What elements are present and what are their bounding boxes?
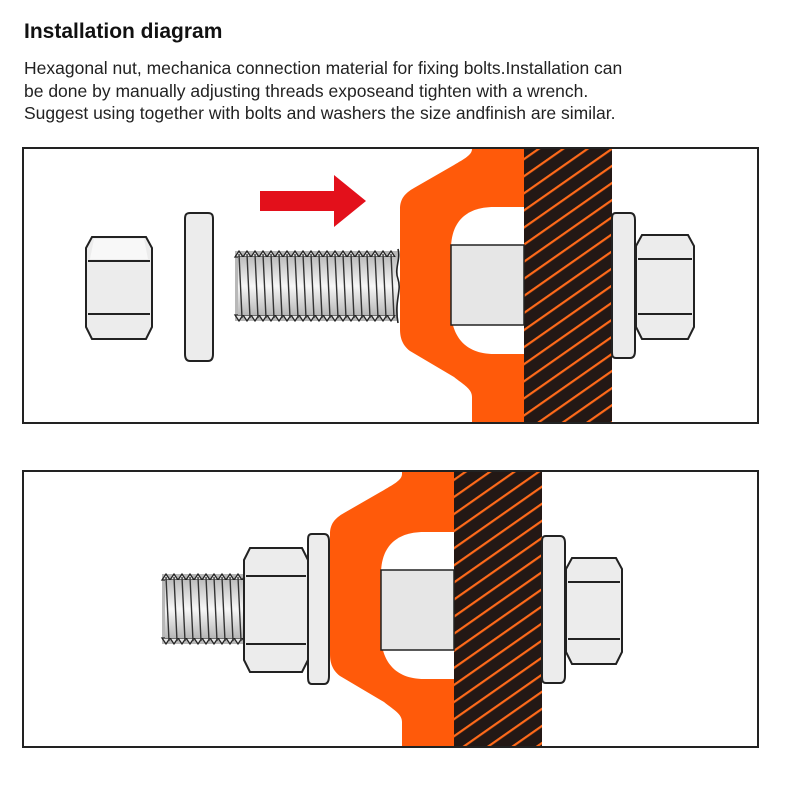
threaded-bolt-icon	[233, 248, 400, 324]
washer-right	[541, 535, 566, 684]
washer-right	[611, 212, 636, 359]
wall	[454, 472, 542, 746]
right-arrow-icon	[260, 175, 366, 227]
bolt-shank	[450, 244, 525, 326]
washer-icon	[184, 212, 214, 362]
threaded-bolt-icon	[160, 572, 252, 646]
diagram-panel-before	[22, 147, 759, 424]
description-line-2: be done by manually adjusting threads ex…	[24, 80, 589, 101]
description-line-3: Suggest using together with bolts and wa…	[24, 103, 616, 123]
description-line-1: Hexagonal nut, mechanica connection mate…	[24, 58, 623, 78]
page-title: Installation diagram	[24, 20, 223, 43]
hex-nut-icon	[85, 236, 153, 340]
description: Hexagonal nut, mechanica connection mate…	[24, 57, 764, 125]
wall	[524, 149, 612, 422]
nut-right	[565, 557, 623, 665]
bolt-shank	[380, 569, 455, 651]
nut-right	[635, 234, 695, 340]
hex-nut-icon	[243, 547, 309, 673]
washer-icon	[307, 533, 330, 685]
diagram-panel-installed	[22, 470, 759, 748]
